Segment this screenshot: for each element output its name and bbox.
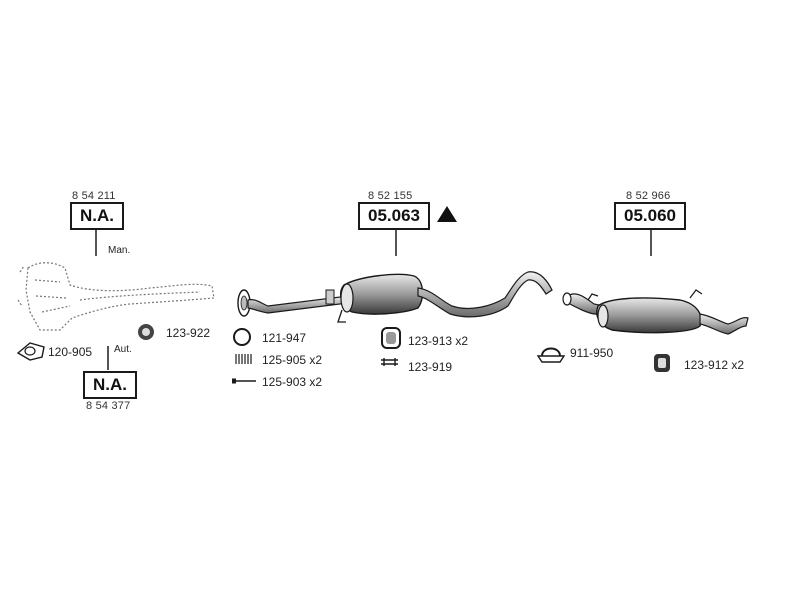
ring-icon-123-922 xyxy=(138,324,154,340)
left-top-note: Man. xyxy=(108,245,131,256)
rear-silencer-drawing xyxy=(562,289,749,335)
hanger-icon-123-919 xyxy=(381,358,398,366)
spring-icon-125-905 xyxy=(235,354,252,364)
part-label-125-905[interactable]: 125-905 x2 xyxy=(262,353,323,367)
left-top-code: 8 54 211 xyxy=(72,190,116,202)
part-label-121-947[interactable]: 121-947 xyxy=(262,331,307,345)
middle-silencer-drawing xyxy=(237,271,553,323)
part-label-123-913[interactable]: 123-913 x2 xyxy=(408,334,469,348)
left-top-box[interactable]: N.A. xyxy=(70,202,124,230)
center-box[interactable]: 05.063 xyxy=(358,202,430,230)
right-box[interactable]: 05.060 xyxy=(614,202,686,230)
right-code: 8 52 966 xyxy=(626,190,671,202)
gasket-icon-120-905 xyxy=(16,342,45,361)
left-bottom-box[interactable]: N.A. xyxy=(83,371,137,399)
center-code: 8 52 155 xyxy=(368,190,413,202)
clamp-icon-911-950 xyxy=(536,347,566,363)
ring-icon-121-947 xyxy=(233,328,251,346)
part-label-120-905[interactable]: 120-905 xyxy=(48,345,93,359)
triangle-icon xyxy=(437,206,457,222)
bolt-icon-125-903 xyxy=(232,378,256,384)
clamp-icon-123-913 xyxy=(381,327,401,349)
manifold-outline xyxy=(17,262,215,331)
part-label-123-919[interactable]: 123-919 xyxy=(408,360,453,374)
left-bottom-note: Aut. xyxy=(114,344,132,355)
part-label-123-922[interactable]: 123-922 xyxy=(166,326,211,340)
part-label-123-912[interactable]: 123-912 x2 xyxy=(684,358,745,372)
ring-icon-123-912 xyxy=(654,354,670,372)
part-label-125-903[interactable]: 125-903 x2 xyxy=(262,375,323,389)
part-label-911-950[interactable]: 911-950 xyxy=(570,346,614,360)
left-bottom-code: 8 54 377 xyxy=(86,400,131,412)
